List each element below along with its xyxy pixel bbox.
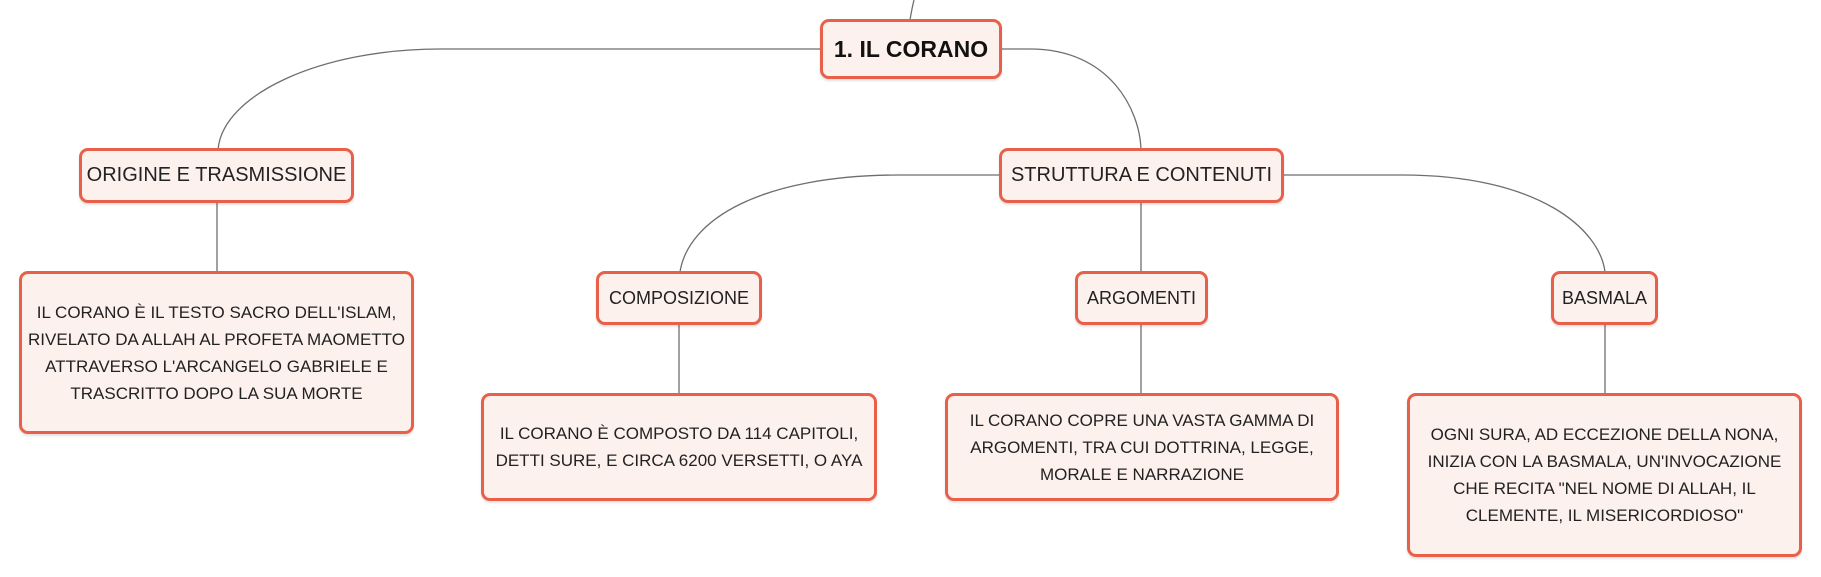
basmala-detail-node[interactable]: OGNI SURA, AD ECCEZIONE DELLA NONA, INIZ… — [1407, 393, 1802, 557]
basmala-topic-node[interactable]: BASMALA — [1551, 271, 1658, 325]
topics-detail-node[interactable]: IL CORANO COPRE UNA VASTA GAMMA DI ARGOM… — [945, 393, 1339, 501]
connector-parent-root — [909, 0, 915, 21]
root-topic-node[interactable]: 1. IL CORANO — [820, 19, 1002, 79]
composition-topic-node[interactable]: COMPOSIZIONE — [596, 271, 762, 325]
composition-detail-text: IL CORANO È COMPOSTO DA 114 CAPITOLI, DE… — [495, 424, 863, 470]
basmala-detail-text: OGNI SURA, AD ECCEZIONE DELLA NONA, INIZ… — [1427, 425, 1782, 525]
topics-detail-text: IL CORANO COPRE UNA VASTA GAMMA DI ARGOM… — [969, 410, 1315, 484]
structure-topic-node[interactable]: STRUTTURA E CONTENUTI — [999, 148, 1284, 203]
origin-detail-node[interactable]: IL CORANO È IL TESTO SACRO DELL'ISLAM, R… — [19, 271, 414, 434]
topics-topic-node[interactable]: ARGOMENTI — [1075, 271, 1208, 325]
origin-topic-label: ORIGINE E TRASMISSIONE — [86, 164, 347, 186]
topics-topic-label: ARGOMENTI — [1086, 287, 1196, 308]
root-topic-label: 1. IL CORANO — [833, 35, 989, 62]
connector-root-structure — [1000, 48, 1142, 151]
structure-topic-label: STRUTTURA E CONTENUTI — [1010, 164, 1273, 186]
composition-detail-node[interactable]: IL CORANO È COMPOSTO DA 114 CAPITOLI, DE… — [481, 393, 877, 501]
connector-structure-basmala — [1282, 174, 1606, 273]
connector-structure-composition — [679, 174, 1000, 273]
connector-root-origin — [217, 48, 822, 151]
basmala-topic-label: BASMALA — [1561, 287, 1648, 308]
origin-detail-text: IL CORANO È IL TESTO SACRO DELL'ISLAM, R… — [28, 302, 405, 403]
origin-topic-node[interactable]: ORIGINE E TRASMISSIONE — [79, 148, 354, 203]
composition-topic-label: COMPOSIZIONE — [608, 287, 749, 308]
